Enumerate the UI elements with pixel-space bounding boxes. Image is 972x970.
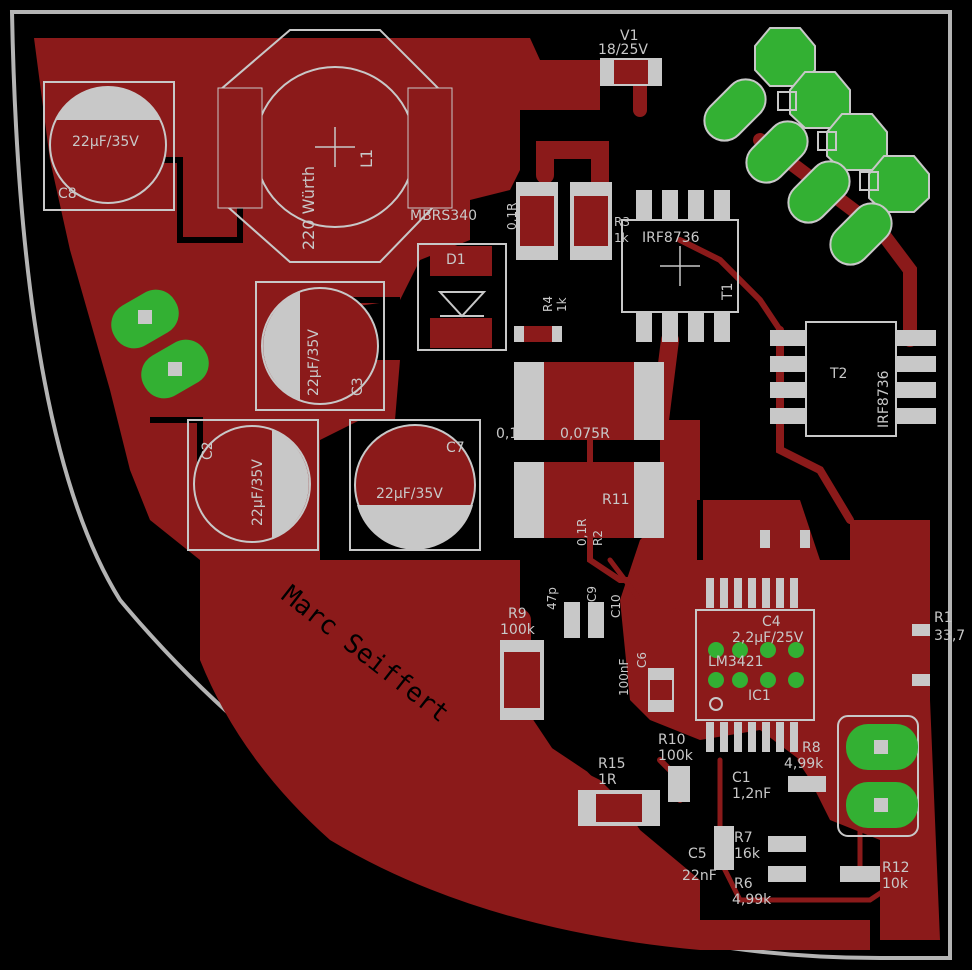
c7-name-label: C7 xyxy=(446,440,465,456)
c5-value-label: 22nF xyxy=(682,868,717,884)
r8-name-label: R8 xyxy=(802,740,821,756)
r2-name-label: R2 xyxy=(591,530,605,546)
ic1-name-label: IC1 xyxy=(748,688,771,704)
capacitor-c2: 22µF/35V C2 xyxy=(187,419,319,551)
resistor-sense-top: 0,1R 0,075R xyxy=(496,362,664,442)
c7-value-label: 22µF/35V xyxy=(376,486,443,502)
capacitor-c5: C5 22nF xyxy=(682,826,734,884)
capacitor-c6: 100nF C6 xyxy=(617,652,674,712)
resistor-r1: R1 33,7 xyxy=(912,610,965,686)
resistor-r12: R12 10k xyxy=(840,860,910,892)
zener-v1: V1 18/25V xyxy=(598,28,662,86)
r10-name-label: R10 xyxy=(658,732,686,748)
r-sense-a-label: 0,1R xyxy=(496,426,528,442)
header-pads-white xyxy=(777,91,879,191)
t1-name-label: T1 xyxy=(720,283,736,301)
r5-value-label: 0,1R xyxy=(505,203,519,230)
capacitor-c7: 22µF/35V C7 xyxy=(349,419,481,551)
r8-value-label: 4,99k xyxy=(784,756,824,772)
v1-value-label: 18/25V xyxy=(598,42,648,58)
capacitor-c3: 22µF/35V C3 xyxy=(255,281,385,411)
c8-value-label: 22µF/35V xyxy=(72,134,139,150)
d1-name-label: D1 xyxy=(446,252,466,268)
r7-name-label: R7 xyxy=(734,830,753,846)
resistor-r15: R15 1R xyxy=(578,756,660,826)
ic1-part-label: LM3421 xyxy=(708,654,764,670)
c10-name-label: C10 xyxy=(609,594,623,618)
connector-left xyxy=(111,289,209,399)
t1-part-label: IRF8736 xyxy=(642,230,700,246)
r9-name-label: R9 xyxy=(508,606,527,622)
resistor-r4: R4 1k xyxy=(514,296,569,342)
resistor-r3: R3 1k xyxy=(570,182,630,260)
mosfet-t1: IRF8736 T1 xyxy=(621,190,739,342)
r4-value-label: 1k xyxy=(555,297,569,312)
c3-name-label: C3 xyxy=(350,377,366,396)
v1-name-label: V1 xyxy=(620,28,638,44)
c5-name-label: C5 xyxy=(688,846,707,862)
r1-name-label: R1 xyxy=(934,610,953,626)
r1-value-label: 33,7 xyxy=(934,628,965,644)
c2-value-label: 22µF/35V xyxy=(250,459,266,526)
connector-right xyxy=(837,715,919,837)
resistor-r10: R10 100k xyxy=(658,732,694,802)
resistor-r9: R9 100k xyxy=(500,606,544,720)
r11-name-label: R11 xyxy=(602,492,630,508)
c3-value-label: 22µF/35V xyxy=(306,329,322,396)
l1-value-label: 220 Würth xyxy=(299,166,318,250)
c1-value-label: 1,2nF xyxy=(732,786,771,802)
r12-value-label: 10k xyxy=(882,876,909,892)
r6-name-label: R6 xyxy=(734,876,753,892)
capacitor-c1: C1 1,2nF xyxy=(732,770,771,802)
r9-value-label: 100k xyxy=(500,622,536,638)
diode-d1: MBRS340 D1 xyxy=(410,208,507,351)
header-pads-top-right xyxy=(703,27,930,266)
capacitor-c10: C10 xyxy=(588,594,623,638)
d1-part-label: MBRS340 xyxy=(410,208,477,224)
c9-value-label: 47p xyxy=(545,587,559,610)
ic1-lm3421: C4 2,2µF/25V LM3421 IC1 xyxy=(695,578,815,752)
c6-name-label: C6 xyxy=(635,652,649,668)
capacitor-c9: 47p C9 xyxy=(545,586,599,638)
r12-name-label: R12 xyxy=(882,860,910,876)
c2-name-label: C2 xyxy=(200,441,216,460)
resistor-r5: 0,1R xyxy=(505,182,558,260)
l1-name-label: L1 xyxy=(357,149,376,168)
c9-name-label: C9 xyxy=(585,586,599,602)
r4-name-label: R4 xyxy=(541,296,555,312)
c4-name-label: C4 xyxy=(762,614,781,630)
resistor-r8: R8 4,99k xyxy=(784,740,826,792)
mosfet-t2: T2 IRF8736 xyxy=(770,321,936,437)
resistor-r11: R11 0,1R R2 xyxy=(514,462,664,546)
r2-value-label: 0,1R xyxy=(575,519,589,546)
resistor-r6: R6 4,99k xyxy=(732,866,806,908)
c4-value-label: 2,2µF/25V xyxy=(732,630,804,646)
t2-part-label: IRF8736 xyxy=(876,370,892,428)
c8-name-label: C8 xyxy=(58,186,77,202)
r10-value-label: 100k xyxy=(658,748,694,764)
r-sense-b-label: 0,075R xyxy=(560,426,610,442)
inductor-l1: L1 220 Würth xyxy=(217,29,453,263)
r15-value-label: 1R xyxy=(598,772,617,788)
capacitor-c8: 22µF/35V C8 xyxy=(43,81,175,211)
c6-value-label: 100nF xyxy=(617,658,631,696)
r15-name-label: R15 xyxy=(598,756,626,772)
capacitor-c-top xyxy=(760,530,810,548)
r7-value-label: 16k xyxy=(734,846,761,862)
resistor-r7: R7 16k xyxy=(734,830,806,862)
c1-name-label: C1 xyxy=(732,770,751,786)
r6-value-label: 4,99k xyxy=(732,892,772,908)
t2-name-label: T2 xyxy=(829,366,847,382)
